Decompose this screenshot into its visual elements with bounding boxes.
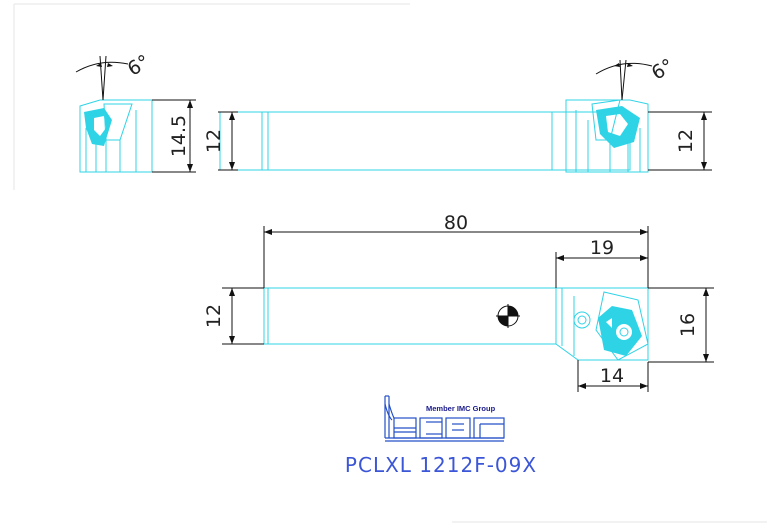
dim-right-12: 12 xyxy=(675,129,697,153)
brand-logo: Member IMC Group xyxy=(384,395,505,442)
iscar-logo-mark xyxy=(384,395,505,442)
right-end-view: 6° 12 xyxy=(565,55,712,173)
left-end-view: 6° 14.5 xyxy=(75,51,196,173)
member-imc-text: Member IMC Group xyxy=(426,404,496,413)
dim-insert-offset: 14 xyxy=(600,365,624,387)
angle-label-left: 6° xyxy=(124,51,154,81)
plan-view: 80 19 12 16 14 xyxy=(203,212,714,392)
dim-14-5: 14.5 xyxy=(168,115,190,157)
angle-label-right: 6° xyxy=(648,55,678,85)
dim-shank-12-side: 12 xyxy=(203,129,225,153)
dim-head-length: 19 xyxy=(590,237,614,259)
dim-shank-width: 12 xyxy=(203,304,225,328)
part-number: PCLXL 1212F-09X xyxy=(345,453,537,477)
dim-overall-length: 80 xyxy=(444,212,468,234)
dim-head-width: 16 xyxy=(677,313,699,337)
